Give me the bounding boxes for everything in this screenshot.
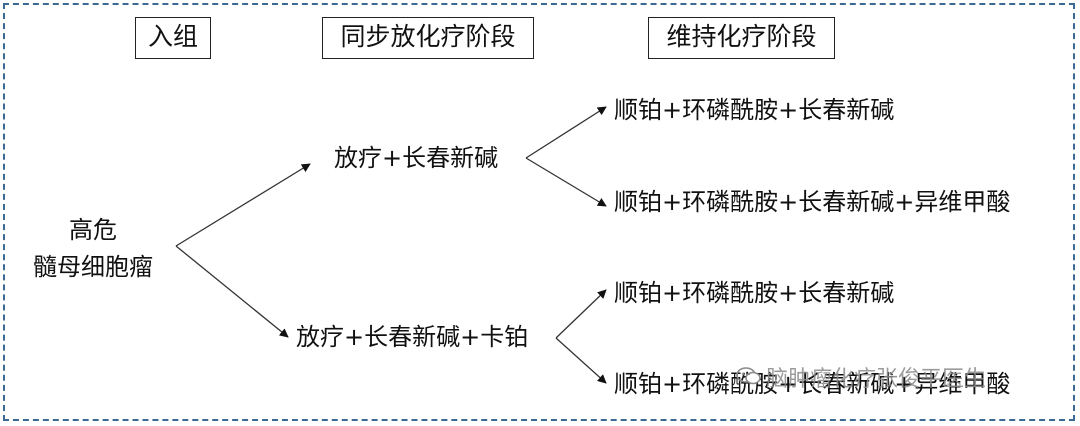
arrow-origin-to-upper (175, 163, 311, 247)
origin-node: 高危 髓母细胞瘤 (18, 212, 168, 286)
origin-line-1: 高危 (69, 216, 117, 244)
maintenance-lower-a: 顺铂+环磷酰胺+长春新碱 (614, 279, 895, 307)
concurrent-upper: 放疗+长春新碱 (334, 144, 499, 172)
diagram-frame (3, 3, 1075, 421)
maintenance-upper-a: 顺铂+环磷酰胺+长春新碱 (614, 96, 895, 124)
watermark-text: 脑肿瘤化疗张俊平医生 (766, 367, 987, 392)
arrow-lower-to-maint-b (555, 337, 607, 384)
concurrent-lower: 放疗+长春新碱+卡铂 (296, 323, 529, 351)
origin-line-2: 髓母细胞瘤 (33, 253, 153, 281)
arrow-upper-to-maint-b (525, 157, 607, 207)
arrow-lower-to-maint-a (555, 289, 607, 339)
arrow-upper-to-maint-a (525, 106, 607, 159)
header-enroll: 入组 (135, 17, 211, 59)
maintenance-upper-b: 顺铂+环磷酰胺+长春新碱+异维甲酸 (614, 188, 1011, 216)
wechat-icon (736, 367, 761, 385)
arrow-origin-to-lower (175, 245, 289, 338)
maintenance-lower-b: 顺铂+环磷酰胺+长春新碱+异维甲酸 (614, 370, 1011, 398)
header-concurrent-phase: 同步放化疗阶段 (322, 17, 534, 59)
header-maintenance-phase: 维持化疗阶段 (648, 17, 835, 59)
